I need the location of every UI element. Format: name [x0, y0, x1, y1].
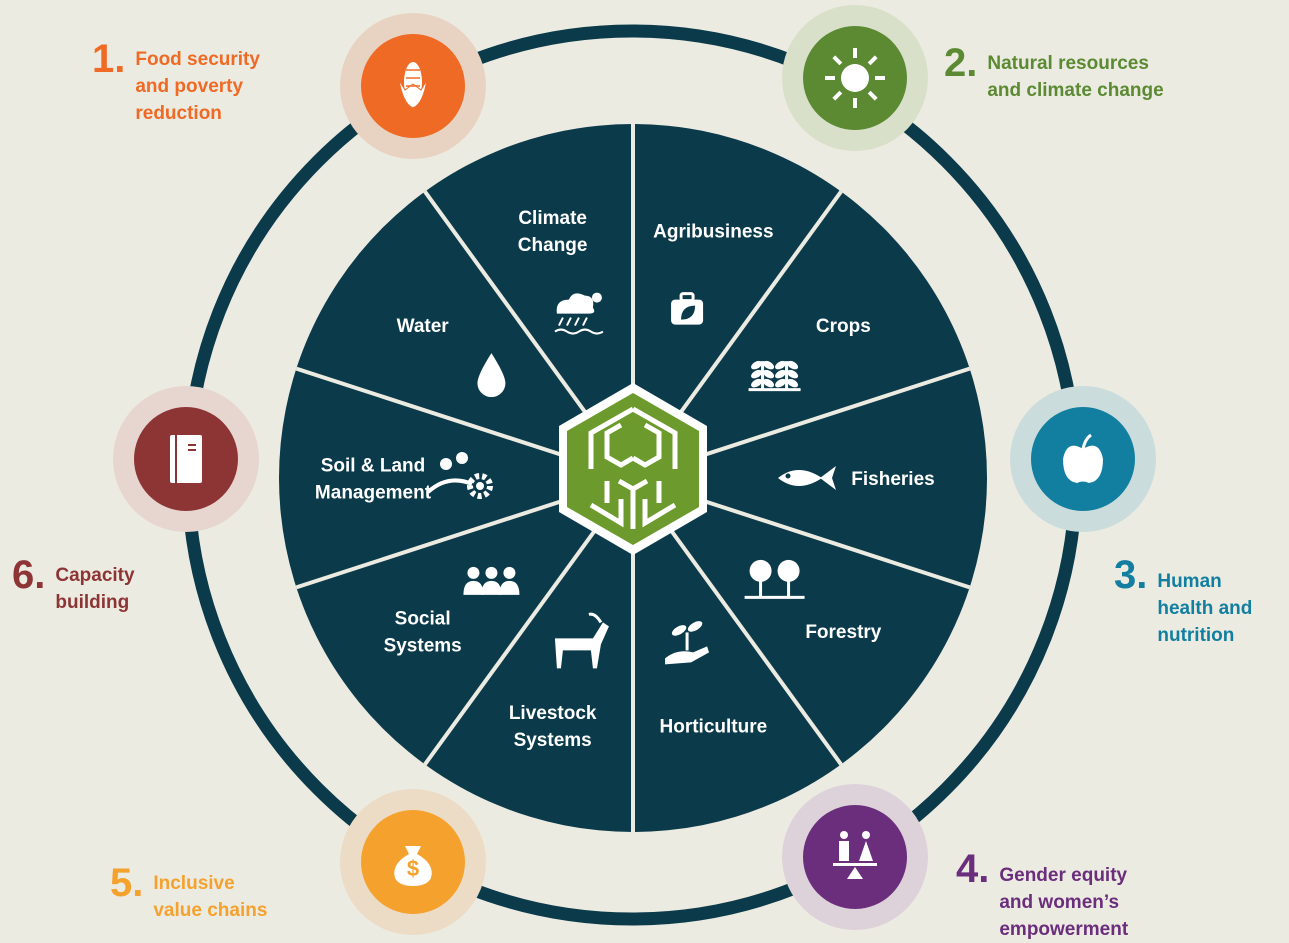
sector-agribusiness: Agribusiness [653, 222, 774, 325]
sector-label: Systems [384, 635, 462, 656]
sector-label: Systems [514, 730, 592, 751]
soil-gear-icon [426, 452, 493, 499]
theme-line: Food security [135, 49, 260, 70]
theme-2-circle [803, 26, 907, 130]
theme-line: empowerment [999, 919, 1129, 940]
theme-line: health and [1157, 598, 1253, 619]
money-bag-icon: $ [394, 846, 432, 886]
gender-balance-icon [833, 831, 877, 879]
weather-icon [554, 292, 604, 335]
theme-text: Food security and poverty reduction [135, 42, 260, 127]
theme-number: 2. [944, 41, 978, 85]
crop-plants-icon [748, 360, 801, 392]
sector-label: Horticulture [660, 716, 768, 737]
svg-text:$: $ [407, 856, 419, 881]
theme-line: Gender equity [999, 865, 1128, 886]
people-group-icon [463, 566, 520, 595]
sector-fisheries: Fisheries [778, 466, 935, 490]
hand-seedling-icon [665, 621, 710, 665]
sector-label: Change [518, 235, 588, 256]
theme-4-label: 4. Gender equity and women’s empowerment [956, 847, 1128, 943]
theme-circles: $ [134, 26, 1135, 914]
theme-number: 6. [12, 553, 46, 597]
theme-number: 5. [110, 861, 144, 905]
theme-line: and women’s [999, 892, 1120, 913]
corn-icon [398, 62, 428, 109]
theme-line: and poverty [135, 76, 244, 97]
sector-label: Social [395, 608, 451, 629]
sector-label: Soil & Land [321, 456, 426, 477]
theme-4-circle [803, 805, 907, 909]
sector-label: Livestock [509, 703, 597, 724]
sun-icon [825, 48, 885, 108]
theme-line: Inclusive [153, 873, 235, 894]
water-drop-icon [477, 353, 506, 398]
theme-line: Capacity [55, 565, 135, 586]
theme-number: 3. [1114, 553, 1148, 597]
theme-text: Inclusive value chains [153, 866, 267, 924]
book-icon [170, 435, 202, 483]
theme-1-circle [361, 34, 465, 138]
theme-3-circle [1031, 407, 1135, 511]
sector-label: Forestry [805, 622, 881, 643]
theme-line: reduction [135, 103, 222, 124]
theme-line: building [55, 592, 130, 613]
theme-1-label: 1. Food security and poverty reduction [92, 37, 260, 127]
theme-6-circle [134, 407, 238, 511]
hexagon-knot-logo [559, 383, 707, 555]
sector-forestry: Forestry [744, 559, 882, 643]
theme-5-label: 5. Inclusive value chains [110, 861, 267, 924]
theme-2-label: 2. Natural resources and climate change [944, 41, 1164, 104]
fish-icon [778, 466, 836, 490]
theme-line: value chains [153, 900, 268, 921]
sector-label: Climate [518, 208, 587, 229]
theme-text: Capacity building [55, 558, 134, 616]
apple-icon [1063, 433, 1103, 483]
sector-label: Crops [816, 316, 871, 337]
theme-5-circle: $ [361, 810, 465, 914]
theme-line: and climate change [987, 80, 1164, 101]
theme-6-label: 6. Capacity building [12, 553, 135, 616]
theme-3-label: 3. Human health and nutrition [1114, 553, 1252, 649]
theme-line: Natural resources [987, 53, 1149, 74]
sector-label: Fisheries [851, 469, 934, 490]
theme-number: 4. [956, 847, 990, 891]
theme-line: Human [1157, 571, 1222, 592]
theme-text: Natural resources and climate change [987, 46, 1163, 104]
sector-label: Agribusiness [653, 222, 773, 243]
goat-icon [554, 612, 609, 669]
theme-text: Human health and nutrition [1157, 558, 1252, 649]
theme-line: nutrition [1157, 625, 1235, 646]
sector-water: Water [397, 316, 506, 398]
theme-number: 1. [92, 37, 126, 81]
sector-horticulture: Horticulture [660, 621, 768, 737]
sector-label: Water [397, 316, 450, 337]
theme-text: Gender equity and women’s empowerment [999, 852, 1128, 943]
trees-icon [744, 559, 805, 599]
sector-crops: Crops [748, 316, 871, 392]
briefcase-leaf-icon [671, 292, 704, 325]
sector-label: Management [315, 483, 432, 504]
